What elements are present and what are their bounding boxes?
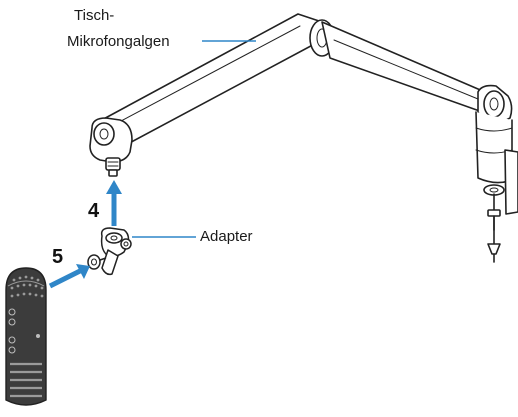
arrow-step-4 (106, 180, 122, 226)
microphone-illustration (5, 267, 47, 406)
adapter-label: Adapter (200, 228, 253, 245)
adapter-illustration (87, 227, 132, 276)
desk-clamp (504, 149, 518, 215)
mount-thread (105, 157, 121, 171)
step-number-4: 4 (88, 200, 100, 222)
boom-arm-illustration (89, 13, 518, 263)
boom-arm-label-line2: Mikrofongalgen (67, 33, 170, 50)
step-number-5: 5 (52, 246, 64, 268)
boom-arm-label-line1: Tisch- (74, 7, 115, 24)
arrow-step-5 (48, 264, 90, 289)
